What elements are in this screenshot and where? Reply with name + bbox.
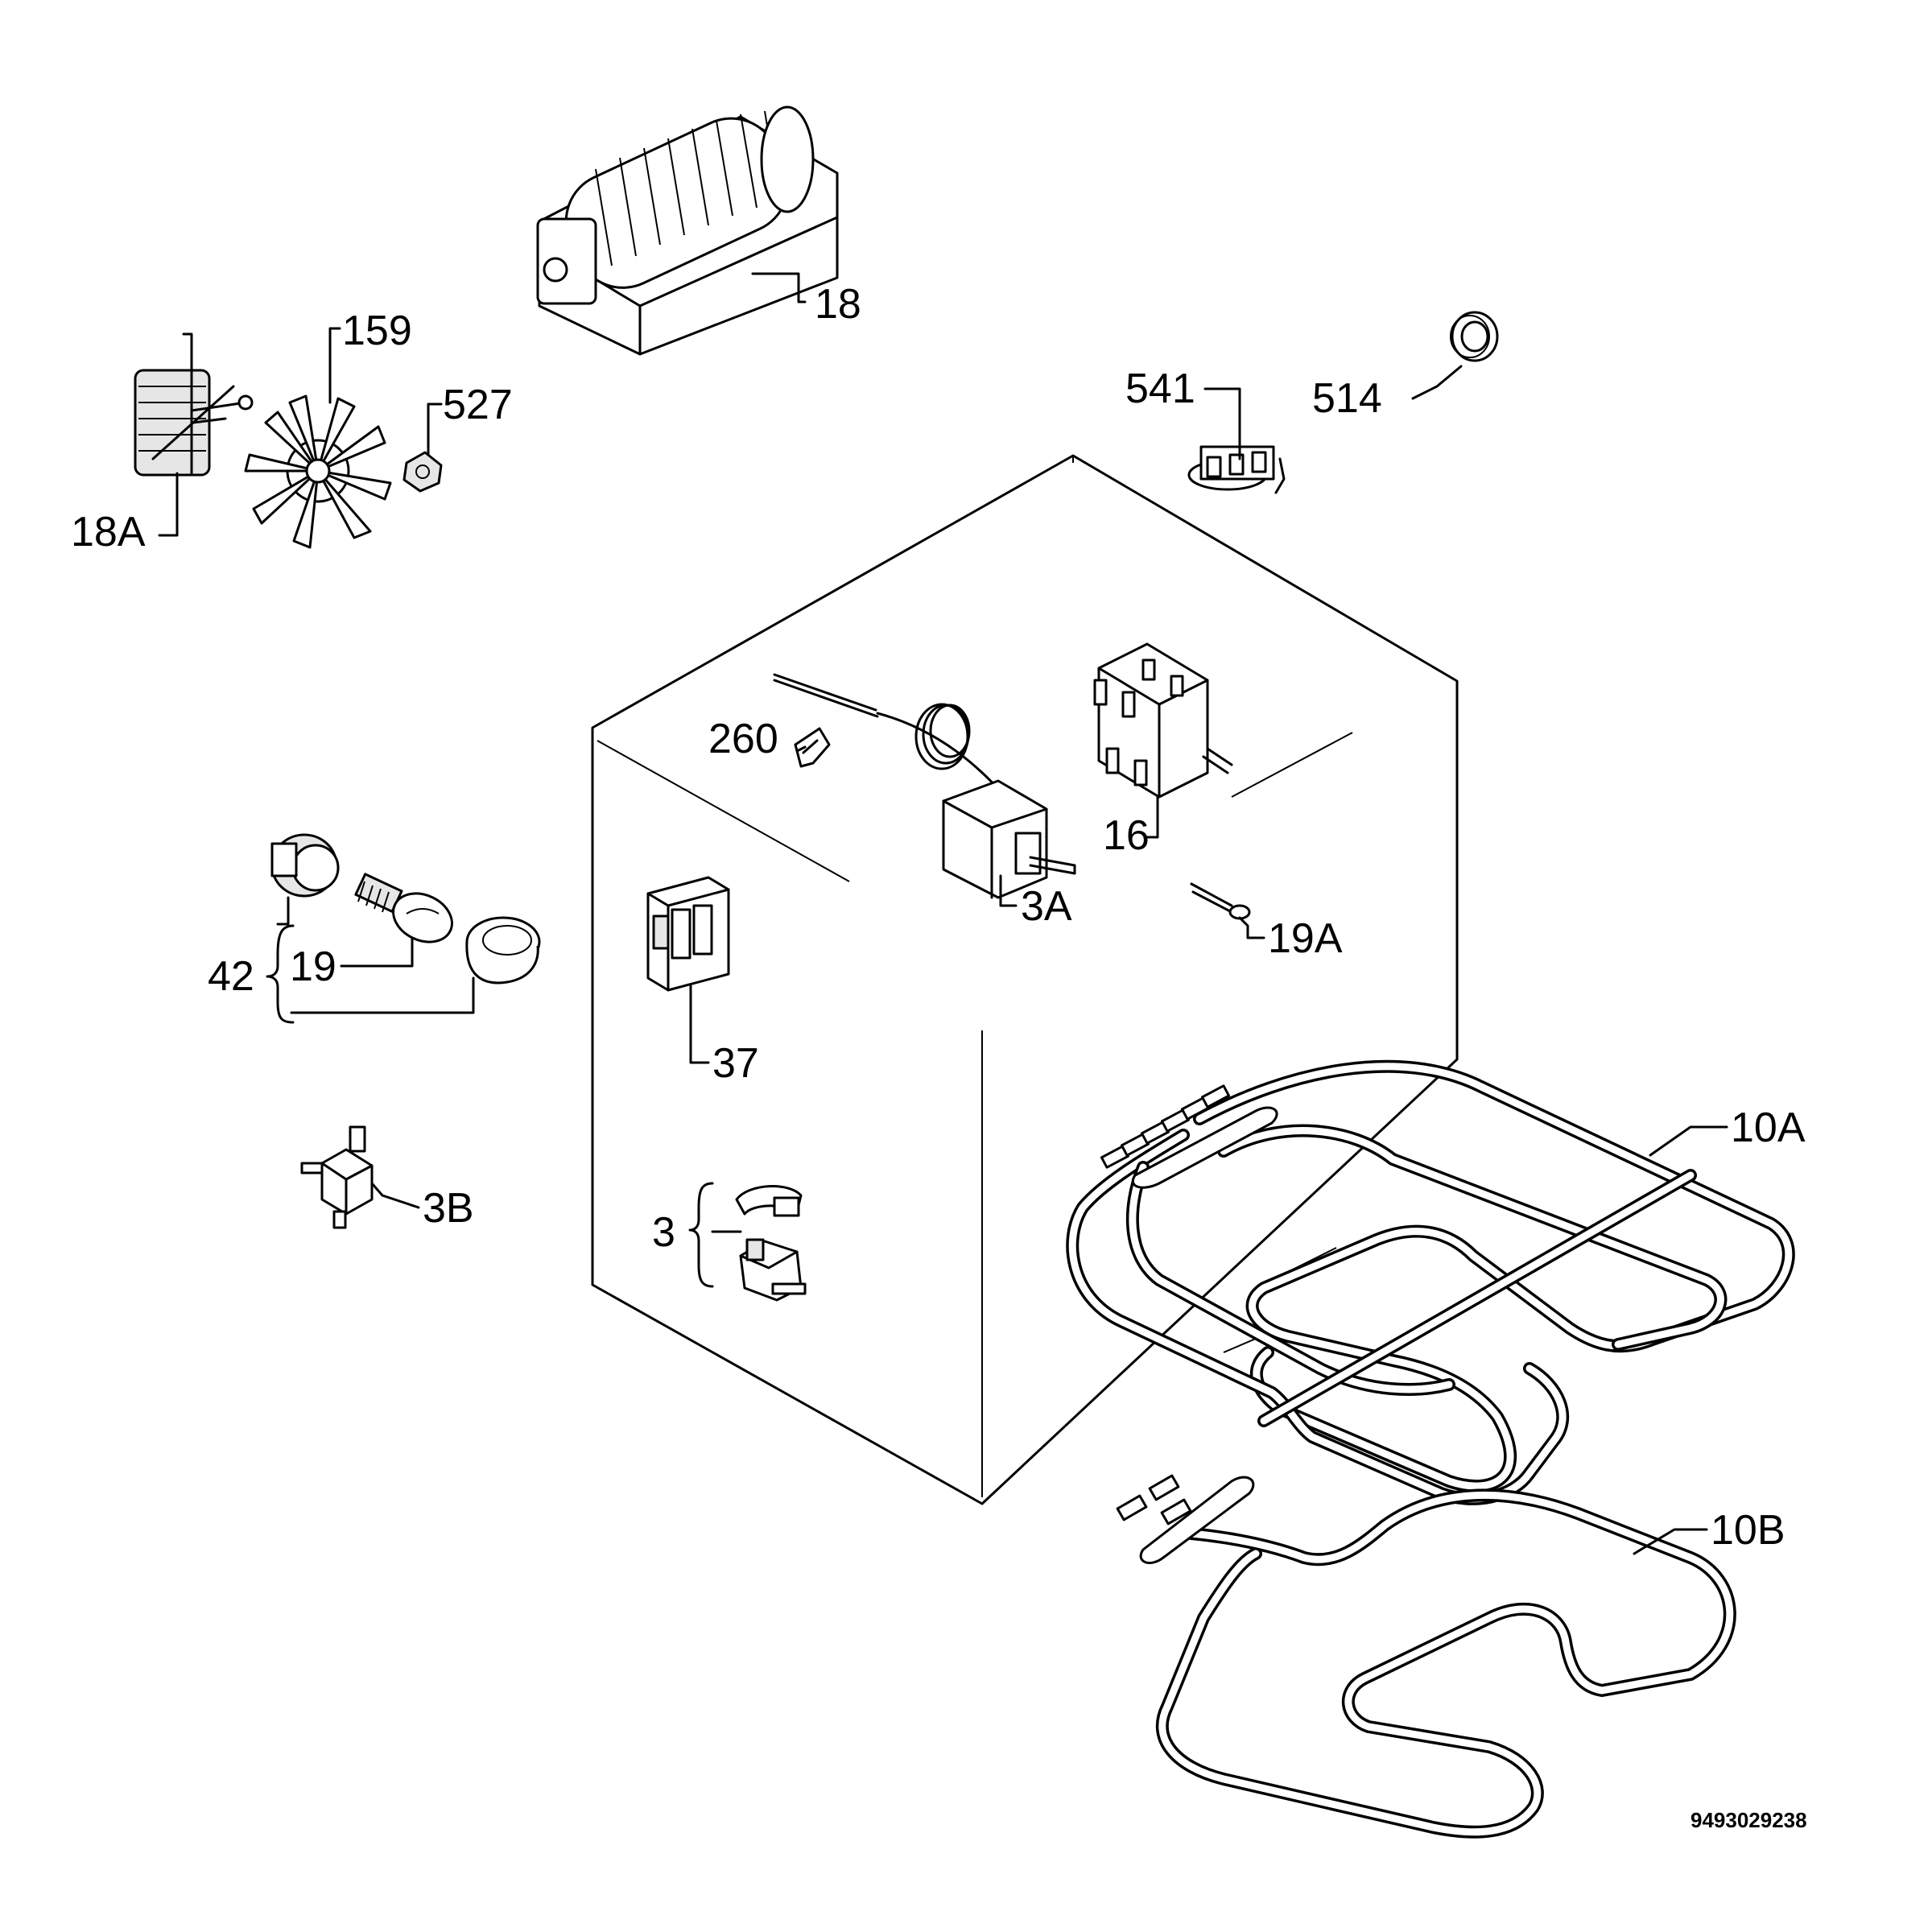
terminal-block-part: [1187, 445, 1286, 494]
temperature-sensor-part: [1190, 882, 1251, 920]
callout-18a: 18A: [71, 509, 146, 555]
callout-19a: 19A: [1268, 915, 1343, 962]
callout-10a: 10A: [1731, 1104, 1806, 1151]
safety-thermostat-part: [300, 1125, 374, 1229]
door-switch-part: [646, 876, 730, 992]
thermostat-clip-part: [735, 1185, 807, 1302]
callout-18: 18: [815, 281, 861, 328]
callout-3b: 3B: [423, 1185, 474, 1232]
callout-527: 527: [443, 382, 513, 428]
cable-grommet-part: [1450, 311, 1499, 362]
callout-leader-lines: [158, 272, 1728, 1555]
callout-159: 159: [342, 308, 412, 354]
bottom-heating-element-part: [1116, 1474, 1736, 1839]
callout-16: 16: [1103, 812, 1150, 859]
thermostat-part: [773, 673, 1076, 899]
callout-260: 260: [708, 716, 778, 762]
callout-3: 3: [652, 1209, 675, 1256]
tangential-fan-part: [536, 105, 839, 356]
callout-514: 514: [1312, 375, 1382, 422]
selector-switch-part: [1093, 642, 1233, 799]
fan-motor-part: [134, 332, 254, 477]
fan-nut-part: [402, 451, 443, 493]
fan-blade-part: [244, 394, 392, 549]
grill-heating-element-part: [1066, 1059, 1795, 1505]
drawing-number: 9493029238: [1690, 1808, 1807, 1832]
callout-labels: 18 159 527 18A 541 514 260 16 3A 19A 42 …: [71, 281, 1807, 1832]
callout-10b: 10B: [1711, 1507, 1785, 1554]
callout-3a: 3A: [1021, 883, 1072, 930]
callout-42: 42: [208, 953, 254, 1000]
callout-19: 19: [290, 943, 336, 990]
callout-541: 541: [1125, 365, 1195, 412]
oven-lamp-assembly: [270, 833, 541, 985]
callout-37: 37: [712, 1040, 759, 1087]
probe-clip-part: [794, 727, 831, 768]
